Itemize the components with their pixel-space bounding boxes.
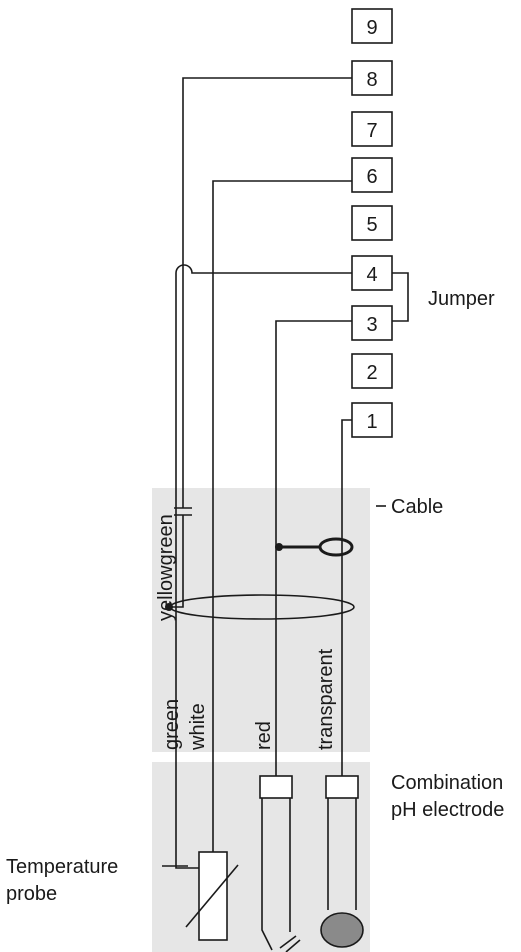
yellowgreen-label: yellowgreen <box>155 514 177 621</box>
white-wire <box>212 180 352 852</box>
terminal-5: 5 <box>351 205 393 241</box>
combination-label-line2: pH electrode <box>391 799 504 821</box>
cable-region <box>152 488 370 752</box>
red-wire <box>275 320 352 776</box>
terminal-6: 6 <box>351 157 393 193</box>
transparent-wire <box>341 419 352 776</box>
reference-electrode-icon <box>259 775 301 952</box>
transparent-label: transparent <box>315 648 337 750</box>
terminal-1: 1 <box>351 402 393 438</box>
glass-electrode-icon <box>320 775 364 948</box>
temperature-label-line2: probe <box>6 883 57 905</box>
terminal-7: 7 <box>351 111 393 147</box>
svg-text:2: 2 <box>366 362 377 384</box>
terminal-3: 3 <box>351 305 393 341</box>
svg-text:3: 3 <box>366 314 377 336</box>
temperature-label-line1: Temperature <box>6 856 118 878</box>
yellowgreen-wire-lower <box>169 515 184 608</box>
jumper-wire <box>392 272 409 322</box>
cable-outer-shield-ellipse <box>169 594 355 620</box>
svg-text:4: 4 <box>366 264 377 286</box>
terminal-2: 2 <box>351 353 393 389</box>
svg-text:5: 5 <box>366 214 377 236</box>
red-label: red <box>253 721 275 750</box>
jumper-label: Jumper <box>428 288 495 310</box>
terminal-8: 8 <box>351 60 393 96</box>
temperature-probe-icon <box>185 851 239 941</box>
green-wire <box>175 264 352 869</box>
svg-text:7: 7 <box>366 120 377 142</box>
svg-text:8: 8 <box>366 69 377 91</box>
white-label: white <box>187 703 209 751</box>
svg-text:6: 6 <box>366 166 377 188</box>
green-label: green <box>161 699 183 750</box>
yellowgreen-wire-upper <box>182 77 352 508</box>
cable-inner-shield-ring <box>318 537 354 557</box>
combination-label-line1: Combination <box>391 772 503 794</box>
terminal-9: 9 <box>351 8 393 44</box>
cable-label: Cable <box>391 496 443 518</box>
svg-text:1: 1 <box>366 411 377 433</box>
terminal-4: 4 <box>351 255 393 291</box>
svg-text:9: 9 <box>366 17 377 39</box>
